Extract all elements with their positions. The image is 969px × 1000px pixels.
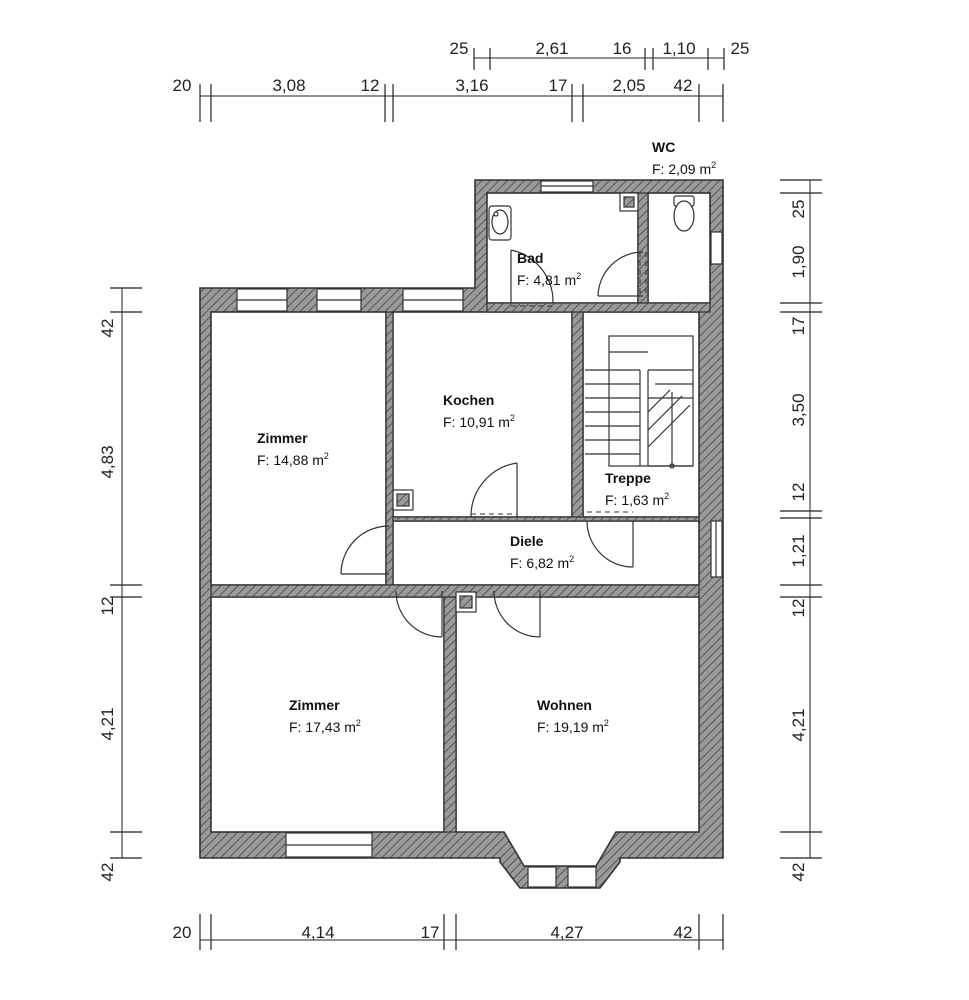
dim-right-5: 1,21 [789, 534, 808, 567]
dim-bottom-3: 4,27 [550, 923, 583, 942]
dim-bottom-4: 42 [674, 923, 693, 942]
sanitary-fixtures [488, 195, 695, 241]
interior-walls [210, 192, 711, 833]
dim-top2-5: 2,05 [612, 76, 645, 95]
room-name-kochen: Kochen [443, 392, 494, 408]
dim-top1-4: 25 [731, 39, 750, 58]
dimension-labels: 25 2,61 16 1,10 25 20 3,08 12 3,16 17 2,… [98, 39, 808, 942]
staircase [585, 335, 694, 469]
dim-bottom-2: 17 [421, 923, 440, 942]
room-name-zimmer-2: Zimmer [289, 697, 340, 713]
dim-top2-0: 20 [173, 76, 192, 95]
windows [236, 180, 723, 888]
room-name-treppe: Treppe [605, 470, 651, 486]
room-labels: WC F: 2,09 m2 Bad F: 4,81 m2 Kochen F: 1… [257, 139, 716, 735]
room-area-wohnen: F: 19,19 m2 [537, 718, 609, 735]
dim-top1-1: 2,61 [535, 39, 568, 58]
dim-right-8: 42 [789, 863, 808, 882]
dim-top1-2: 16 [613, 39, 632, 58]
room-name-diele: Diele [510, 533, 544, 549]
room-name-bad: Bad [517, 250, 543, 266]
room-area-treppe: F: 1,63 m2 [605, 491, 669, 508]
room-name-wc: WC [652, 139, 675, 155]
dim-top1-3: 1,10 [662, 39, 695, 58]
room-area-wc: F: 2,09 m2 [652, 160, 716, 177]
dimension-lines [110, 48, 822, 950]
dim-left-2: 12 [98, 597, 117, 616]
room-area-zimmer-1: F: 14,88 m2 [257, 451, 329, 468]
room-area-diele: F: 6,82 m2 [510, 554, 574, 571]
room-area-kochen: F: 10,91 m2 [443, 413, 515, 430]
room-area-zimmer-2: F: 17,43 m2 [289, 718, 361, 735]
dim-left-1: 4,83 [98, 445, 117, 478]
dim-left-3: 4,21 [98, 707, 117, 740]
dim-right-2: 17 [789, 317, 808, 336]
dim-top2-6: 42 [674, 76, 693, 95]
dim-left-0: 42 [98, 319, 117, 338]
dim-top1-0: 25 [450, 39, 469, 58]
dim-top2-2: 12 [361, 76, 380, 95]
dim-right-4: 12 [789, 483, 808, 502]
doors [340, 249, 647, 638]
dim-bottom-1: 4,14 [301, 923, 334, 942]
room-name-wohnen: Wohnen [537, 697, 592, 713]
dim-right-1: 1,90 [789, 245, 808, 278]
dim-left-4: 42 [98, 863, 117, 882]
dim-right-7: 4,21 [789, 708, 808, 741]
dim-top2-4: 17 [549, 76, 568, 95]
dim-right-6: 12 [789, 599, 808, 618]
room-name-zimmer-1: Zimmer [257, 430, 308, 446]
dim-right-0: 25 [789, 200, 808, 219]
dim-top2-1: 3,08 [272, 76, 305, 95]
dim-top2-3: 3,16 [455, 76, 488, 95]
room-area-bad: F: 4,81 m2 [517, 271, 581, 288]
dim-bottom-0: 20 [173, 923, 192, 942]
dim-right-3: 3,50 [789, 393, 808, 426]
